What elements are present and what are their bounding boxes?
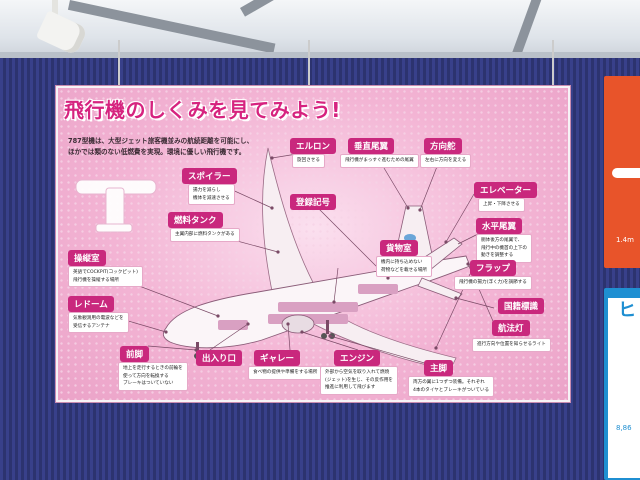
desc-radome: 気象観測用の電波などを 受信するアンテナ: [68, 312, 129, 333]
top-view-silhouette: [75, 179, 157, 233]
label-door: 出入り口: [196, 350, 243, 366]
desc-line: 左右に方向を変える: [425, 158, 467, 163]
hanging-wire: [118, 40, 120, 88]
desc-line: 機内に持ち込めない: [381, 260, 423, 265]
desc-nose-gear: 地上を走行するときの前輪を 使って方向を転換する ブレーキはついていない: [118, 362, 188, 391]
desc-line: (ジェット)を生じ、その反作用を: [325, 377, 393, 383]
desc-line: 受信するアンテナ: [73, 323, 110, 329]
spotlight-icon: [35, 10, 89, 56]
spotlight-arm: [52, 0, 58, 22]
label-rudder: 方向舵: [424, 138, 462, 154]
desc-line: 推進に利用して飛びます: [325, 385, 376, 390]
desc-engine: 外部から空気を取り入れて燃焼 (ジェット)を生じ、その反作用を 推進に利用して飛…: [320, 366, 398, 395]
airplane-illustration: [75, 147, 497, 371]
side-poster-number: 8,86: [616, 424, 632, 432]
label-spoiler: スポイラー: [182, 168, 237, 184]
label-nose-gear: 前脚: [120, 346, 150, 362]
label-national-flag: 国籍標識: [498, 298, 545, 314]
label-aileron: エルロン: [290, 138, 337, 154]
label-galley: ギャレー: [254, 350, 301, 366]
desc-line: 飛行機がまっすぐ進むための尾翼: [345, 158, 414, 163]
desc-line: 地上を走行するときの前輪を: [123, 366, 183, 371]
label-engine: エンジン: [334, 350, 381, 366]
desc-line: 上昇・下降させる: [483, 202, 520, 207]
desc-line: 荷物などを載せる場所: [381, 267, 427, 273]
desc-flap: 飛行機の揚力(浮く力)を調節する: [454, 276, 532, 290]
airplane-icon: [612, 168, 640, 178]
desc-line: 4本のタイヤとブレーキがついている: [413, 387, 490, 393]
desc-line: 機体を減速させる: [193, 195, 230, 201]
desc-spoiler: 揚力を減らし 機体を減速させる: [188, 184, 235, 205]
desc-aileron: 旋回させる: [292, 154, 325, 168]
desc-line: 進行方向や位置を知らせるライト: [477, 342, 546, 347]
desc-horizontal-stabilizer: 胴体後方の尾翼で、 飛行中の機首の上下の 動きを調整する: [476, 234, 532, 263]
label-main-gear: 主脚: [424, 360, 454, 376]
side-poster-caption: 1.4m: [616, 236, 634, 244]
ceiling-rail: [0, 52, 640, 58]
desc-line: 揚力を減らし: [193, 188, 221, 193]
desc-line: 胴体後方の尾翼で、: [481, 238, 523, 243]
label-horizontal-stabilizer: 水平尾翼: [476, 218, 523, 234]
desc-line: 使って方向を転換する: [123, 373, 169, 379]
hanging-wire: [552, 40, 554, 88]
desc-line: 両方の翼に1つずつ装備。それぞれ: [413, 380, 485, 385]
side-poster-panel: [608, 298, 640, 478]
airplane-diagram-board: 飛行機のしくみを見てみよう! 787型機は、大型ジェット旅客機並みの航続距離を可…: [56, 86, 570, 402]
label-vertical-stabilizer: 垂直尾翼: [348, 138, 395, 154]
label-cockpit: 操縦室: [68, 250, 106, 266]
desc-line: ブレーキはついていない: [123, 381, 174, 386]
intro-line: ほかでは類のない低燃費を実現。環境に優しい飛行機です。: [68, 148, 246, 156]
side-poster-heading: ヒ: [618, 300, 636, 321]
label-elevator: エレベーター: [474, 182, 538, 198]
label-registration: 登録記号: [290, 194, 337, 210]
desc-line: 動きを調整する: [481, 253, 514, 258]
desc-cockpit: 英語でCOCKPIT(コックピット) 飛行機を操縦する場所: [68, 266, 143, 287]
intro-line: 787型機は、大型ジェット旅客機並みの航続距離を可能にし、: [68, 137, 254, 145]
desc-line: 外部から空気を取り入れて燃焼: [325, 370, 390, 375]
side-poster-blue: ヒ 8,86: [604, 288, 640, 480]
label-nav-light: 航法灯: [492, 320, 530, 336]
desc-rudder: 左右に方向を変える: [420, 154, 472, 168]
desc-line: 食べ物の提供や準備をする場所: [253, 370, 318, 375]
desc-galley: 食べ物の提供や準備をする場所: [248, 366, 323, 380]
board-intro: 787型機は、大型ジェット旅客機並みの航続距離を可能にし、 ほかでは類のない低燃…: [68, 136, 328, 158]
board-title: 飛行機のしくみを見てみよう!: [64, 98, 341, 122]
desc-line: 主翼内部に燃料タンクがある: [175, 232, 235, 237]
desc-main-gear: 両方の翼に1つずつ装備。それぞれ 4本のタイヤとブレーキがついている: [408, 376, 495, 397]
hanging-wire: [308, 40, 310, 88]
desc-fuel-tank: 主翼内部に燃料タンクがある: [170, 228, 240, 242]
desc-cargo: 機内に持ち込めない 荷物などを載せる場所: [376, 256, 432, 277]
desc-vertical-stabilizer: 飛行機がまっすぐ進むための尾翼: [340, 154, 419, 168]
desc-line: 気象観測用の電波などを: [73, 316, 124, 321]
label-radome: レドーム: [68, 296, 114, 312]
label-flap: フラップ: [470, 260, 517, 276]
desc-line: 飛行中の機首の上下の: [481, 245, 527, 251]
ceiling-skylight: [0, 0, 640, 62]
desc-line: 飛行機を操縦する場所: [73, 277, 119, 283]
desc-line: 飛行機の揚力(浮く力)を調節する: [459, 280, 527, 285]
label-fuel-tank: 燃料タンク: [168, 212, 223, 228]
side-poster-orange: 1.4m: [604, 76, 640, 268]
label-cargo: 貨物室: [380, 240, 418, 256]
ceiling-beam: [240, 0, 349, 17]
desc-elevator: 上昇・下降させる: [478, 198, 525, 212]
desc-nav-light: 進行方向や位置を知らせるライト: [472, 338, 551, 352]
desc-line: 英語でCOCKPIT(コックピット): [73, 270, 138, 275]
desc-line: 旋回させる: [297, 158, 320, 163]
